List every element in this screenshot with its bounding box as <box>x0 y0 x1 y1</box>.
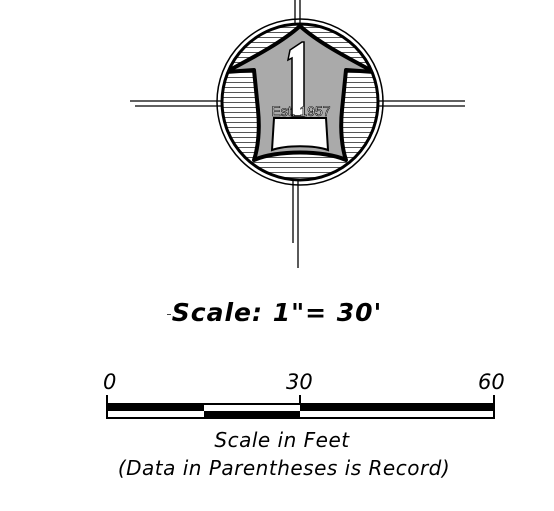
north-arrow-icon: Est. 1957 <box>130 0 465 268</box>
scale-unit-caption: Scale in Feet <box>214 428 350 452</box>
scale-title-text: Scale: 1"= 30' <box>171 298 383 327</box>
scale-title: Scale: 1"= 30' <box>0 298 554 327</box>
scale-bar <box>106 395 495 419</box>
tick-label-30: 30 <box>286 370 313 394</box>
record-note: (Data in Parentheses is Record) <box>117 456 451 480</box>
tick-label-60: 60 <box>478 370 505 394</box>
seal-text: Est. 1957 <box>271 103 330 119</box>
tick-label-0: 0 <box>103 370 117 394</box>
dash-mark <box>167 314 171 315</box>
